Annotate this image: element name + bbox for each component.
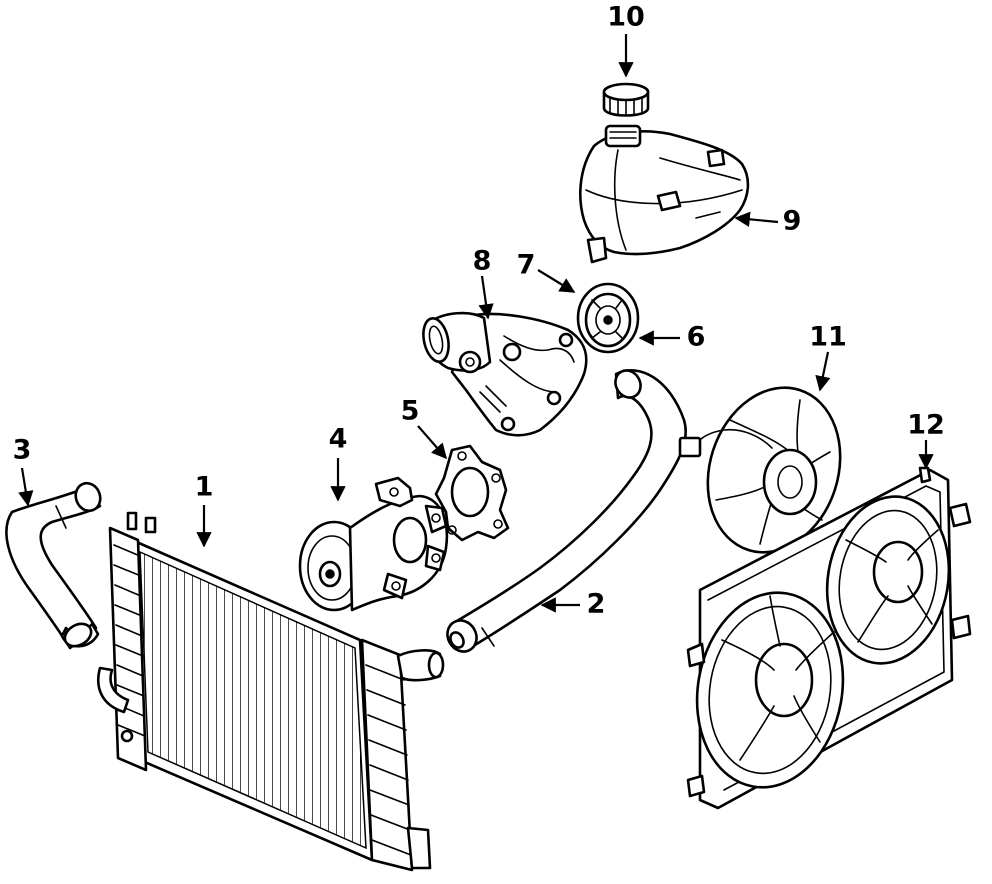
reservoir-cap <box>602 82 650 117</box>
callout-3: 3 <box>13 435 32 466</box>
callout-5: 5 <box>401 396 420 427</box>
thermostat <box>576 282 640 354</box>
callout-2: 2 <box>587 589 606 620</box>
callout-10: 10 <box>607 2 645 33</box>
radiator <box>97 511 445 872</box>
callout-labels: 1 2 3 4 5 6 7 8 9 10 11 12 <box>13 2 945 620</box>
gasket <box>434 444 510 542</box>
cooling-fan <box>678 386 842 554</box>
leader-lines <box>18 34 934 613</box>
fan-shroud <box>686 466 972 810</box>
callout-9: 9 <box>783 206 802 237</box>
lower-hose <box>5 481 102 650</box>
callout-6: 6 <box>687 322 706 353</box>
callout-4: 4 <box>329 424 348 455</box>
callout-1: 1 <box>195 472 214 503</box>
thermostat-housing <box>422 311 588 437</box>
callout-8: 8 <box>473 246 492 277</box>
upper-hose <box>446 369 687 653</box>
coolant-reservoir <box>579 124 750 264</box>
callout-7: 7 <box>517 250 536 281</box>
water-pump <box>298 476 449 612</box>
callout-11: 11 <box>809 322 847 353</box>
callout-12: 12 <box>907 410 945 441</box>
